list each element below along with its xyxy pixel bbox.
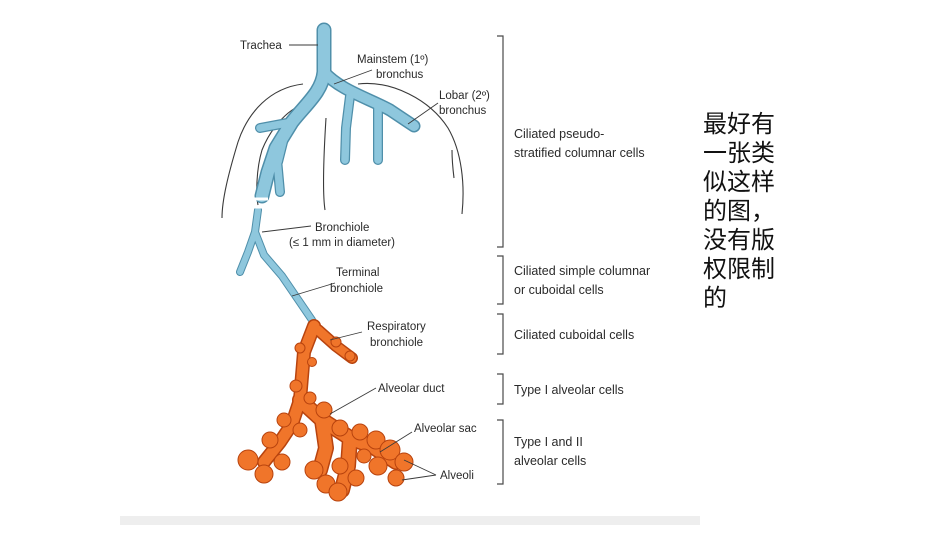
alveolus	[379, 439, 401, 461]
label-respiratory-line2: bronchiole	[370, 337, 423, 349]
cell-type12-line1: Type I and II	[514, 435, 583, 449]
alveolus	[303, 391, 317, 405]
alveolus	[315, 401, 333, 419]
respiratory-zone	[237, 319, 414, 502]
alveolus	[347, 469, 365, 487]
conducting-airways	[236, 22, 421, 324]
cell-type1: Type I alveolar cells	[514, 383, 624, 397]
cell-pseudo-line2: stratified columnar cells	[514, 146, 645, 160]
cell-simple-line1: Ciliated simple columnar	[514, 264, 650, 278]
label-lobar-line2: bronchus	[439, 105, 487, 117]
alveolus	[331, 457, 349, 475]
alveolar-duct-leader	[329, 387, 377, 415]
label-mainstem-line1: Mainstem (1º)	[357, 54, 428, 66]
alveolus	[289, 379, 303, 393]
leader-lines	[261, 44, 439, 481]
alveolus	[394, 452, 414, 472]
label-alveolar-sac: Alveolar sac	[414, 423, 477, 435]
alveolar-sac-leader	[379, 431, 413, 453]
cell-pseudo-line1: Ciliated pseudo-	[514, 127, 604, 141]
respiratory-leader	[329, 331, 363, 341]
airway-fill	[237, 24, 419, 323]
label-alveoli: Alveoli	[440, 470, 474, 482]
bronchiole-leader	[261, 225, 312, 233]
alveolar-buds	[237, 336, 414, 502]
alveoli-leader-2	[401, 474, 437, 481]
label-alveolar-duct: Alveolar duct	[378, 383, 445, 395]
right-lung-outline	[357, 82, 464, 215]
left-lung-outline	[221, 83, 304, 219]
lobar-leader	[407, 102, 439, 125]
label-terminal-line1: Terminal	[336, 267, 379, 279]
alveoli-leader-1	[403, 459, 437, 476]
alveolus	[292, 422, 308, 438]
cell-cuboidal: Ciliated cuboidal cells	[514, 328, 634, 342]
label-trachea: Trachea	[240, 40, 282, 52]
label-bronchiole-line1: Bronchiole	[315, 222, 369, 234]
alveolus	[331, 419, 349, 437]
bracket-type1	[497, 373, 504, 405]
label-lobar-line1: Lobar (2º)	[439, 90, 490, 102]
alveolus	[254, 464, 274, 484]
alveolus	[356, 448, 372, 464]
alveolus	[307, 357, 317, 367]
cell-type-brackets	[497, 35, 504, 485]
alveolus	[294, 342, 306, 354]
bottom-gray-strip	[120, 516, 700, 525]
side-note-text: 最好有一张类似这样的图，没有版权限制的	[703, 110, 775, 312]
label-terminal-line2: bronchiole	[330, 283, 383, 295]
alveolus	[351, 423, 369, 441]
terminal-leader	[291, 282, 336, 297]
label-bronchiole-line2: (≤ 1 mm in diameter)	[289, 237, 395, 249]
alveolus	[328, 482, 348, 502]
bracket-cuboidal	[497, 313, 504, 355]
alveolus	[276, 412, 292, 428]
structure-labels: Trachea Mainstem (1º) bronchus Lobar (2º…	[240, 40, 490, 482]
alveolus	[273, 453, 291, 471]
alveolus	[387, 469, 405, 487]
right-lung-fissure	[451, 149, 455, 179]
alveolus	[261, 431, 279, 449]
label-mainstem-line2: bronchus	[376, 69, 424, 81]
mainstem-leader	[333, 69, 373, 85]
alveolus	[368, 456, 388, 476]
airway-break-mark	[254, 197, 268, 209]
label-respiratory-line1: Respiratory	[367, 321, 426, 333]
alveolus	[237, 449, 259, 471]
alveolus	[344, 350, 356, 362]
mediastinum-line	[322, 117, 327, 211]
cell-simple-line2: or cuboidal cells	[514, 283, 604, 297]
bracket-pseudostratified	[497, 35, 504, 248]
alveolus	[366, 430, 386, 450]
cell-type12-line2: alveolar cells	[514, 454, 586, 468]
bracket-type12	[497, 419, 504, 485]
bracket-simple-columnar	[497, 255, 504, 305]
cell-type-labels: Ciliated pseudo- stratified columnar cel…	[514, 127, 650, 468]
alveolus	[304, 460, 324, 480]
